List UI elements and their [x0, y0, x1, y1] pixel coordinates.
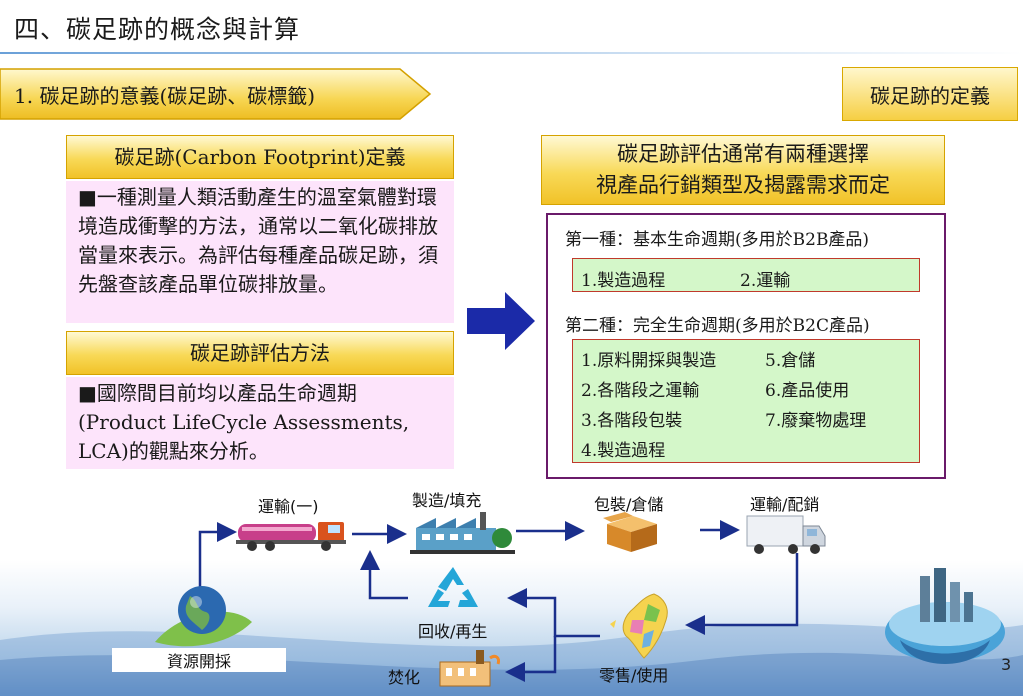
- type2-box: [572, 339, 920, 463]
- flow-label-distribution: 運輸/配銷: [750, 495, 820, 514]
- type1-item: 2.運輸: [740, 271, 791, 291]
- section-title: 1. 碳足跡的意義(碳足跡、碳標籤): [14, 84, 316, 108]
- type1-box: [572, 258, 920, 292]
- slide-title: 四、碳足跡的概念與計算: [14, 15, 301, 44]
- flow-label-transport1: 運輸(一): [258, 497, 319, 516]
- type2-item: 3.各階段包裝: [581, 411, 683, 431]
- method-header: 碳足跡評估方法: [66, 331, 454, 375]
- incinerator-icon: [439, 650, 500, 687]
- taiwan-map-icon: [610, 593, 668, 659]
- method-panel: ■國際間目前均以產品生命週期(Product LifeCycle Assessm…: [66, 377, 454, 469]
- type2-item: 6.產品使用: [765, 381, 850, 401]
- type1-item: 1.製造過程: [581, 271, 666, 291]
- flow-label-retail: 零售/使用: [599, 666, 669, 685]
- definition-panel: ■一種測量人類活動產生的溫室氣體對環境造成衝擊的方法，通常以二氧化碳排放當量來表…: [66, 181, 454, 323]
- type1-label: 第一種：基本生命週期(多用於B2B產品): [565, 230, 870, 250]
- earth-leaf-icon: [155, 586, 252, 647]
- city-globe-icon: [885, 568, 1005, 664]
- delivery-truck-icon: [746, 515, 826, 554]
- right-arrow-icon: [467, 292, 535, 350]
- flow-label-incinerate: 焚化: [388, 668, 421, 687]
- bullet-square-icon: ■: [78, 185, 97, 209]
- title-divider: [0, 52, 1023, 54]
- method-text: 國際間目前均以產品生命週期(Product LifeCycle Assessme…: [78, 381, 410, 463]
- assessment-header-line1: 碳足跡評估通常有兩種選擇: [617, 142, 869, 166]
- package-box-icon: [603, 512, 657, 552]
- assessment-header-line2: 視產品行銷類型及揭露需求而定: [596, 173, 890, 197]
- truck-tanker-icon: [236, 522, 346, 551]
- flow-label-recycle: 回收/再生: [418, 622, 488, 641]
- section-banner: [0, 68, 432, 120]
- type2-item: 2.各階段之運輸: [581, 381, 700, 401]
- flow-label-raw-material: 資源開採: [112, 648, 286, 672]
- factory-icon: [410, 512, 515, 554]
- assessment-header: 碳足跡評估通常有兩種選擇 視產品行銷類型及揭露需求而定: [541, 135, 945, 205]
- recycle-icon: [428, 567, 478, 607]
- definition-text: 一種測量人類活動產生的溫室氣體對環境造成衝擊的方法，通常以二氧化碳排放當量來表示…: [78, 185, 438, 296]
- type2-item: 7.廢棄物處理: [765, 411, 867, 431]
- type2-item: 1.原料開採與製造: [581, 351, 717, 371]
- type2-label: 第二種：完全生命週期(多用於B2C產品): [565, 316, 870, 336]
- flow-label-packaging: 包裝/倉儲: [594, 495, 664, 514]
- definition-header: 碳足跡(Carbon Footprint)定義: [66, 135, 454, 179]
- flow-label-manufacture: 製造/填充: [412, 491, 482, 510]
- corner-label: 碳足跡的定義: [842, 67, 1018, 121]
- bullet-square-icon: ■: [78, 381, 97, 405]
- type2-item: 5.倉儲: [765, 351, 816, 371]
- page-number: 3: [1001, 655, 1012, 674]
- type2-item: 4.製造過程: [581, 441, 666, 461]
